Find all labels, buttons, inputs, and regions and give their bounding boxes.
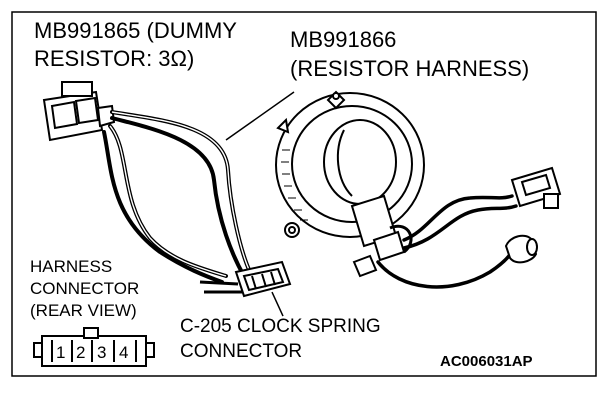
right-connector (510, 166, 562, 209)
pin-labels: 1 2 3 4 (56, 343, 128, 362)
resistor-harness-label-1: MB991866 (290, 27, 396, 52)
resistor-harness-leader (225, 91, 295, 141)
harness-connector-label-2: CONNECTOR (30, 279, 139, 298)
pin-4: 4 (119, 343, 128, 362)
dummy-resistor-connector (42, 81, 116, 142)
figure-code: AC006031AP (440, 353, 533, 370)
clock-spring-body (275, 90, 425, 238)
clock-spring-label-2: CONNECTOR (180, 341, 302, 362)
pin-2: 2 (76, 343, 85, 362)
clock-spring-label-1: C-205 CLOCK SPRING (180, 316, 381, 337)
clock-spring-connector (234, 260, 292, 298)
right-harness-wires (376, 194, 518, 289)
pin-1: 1 (56, 343, 65, 362)
harness-wires (102, 110, 252, 284)
pin-3: 3 (97, 343, 106, 362)
wire-highlights (109, 111, 251, 277)
clock-spring-output-connector (350, 194, 406, 278)
resistor-harness-label-2: (RESISTOR HARNESS) (290, 56, 529, 81)
clock-spring-pigtail (389, 224, 413, 254)
harness-connector-label-3: (REAR VIEW) (30, 301, 137, 320)
dummy-resistor-label-2: RESISTOR: 3Ω) (34, 46, 194, 71)
harness-connector-label-1: HARNESS (30, 257, 112, 276)
figure-frame (11, 11, 597, 377)
sensor-plug (504, 234, 538, 264)
mounting-tab-top (332, 92, 340, 100)
harness-connector-rear-view (33, 327, 155, 367)
clock-spring-leader (271, 291, 284, 317)
connector-stub-wires (199, 280, 242, 294)
dummy-resistor-label-1: MB991865 (DUMMY (34, 18, 237, 43)
clock-spring-hatching (281, 149, 308, 221)
